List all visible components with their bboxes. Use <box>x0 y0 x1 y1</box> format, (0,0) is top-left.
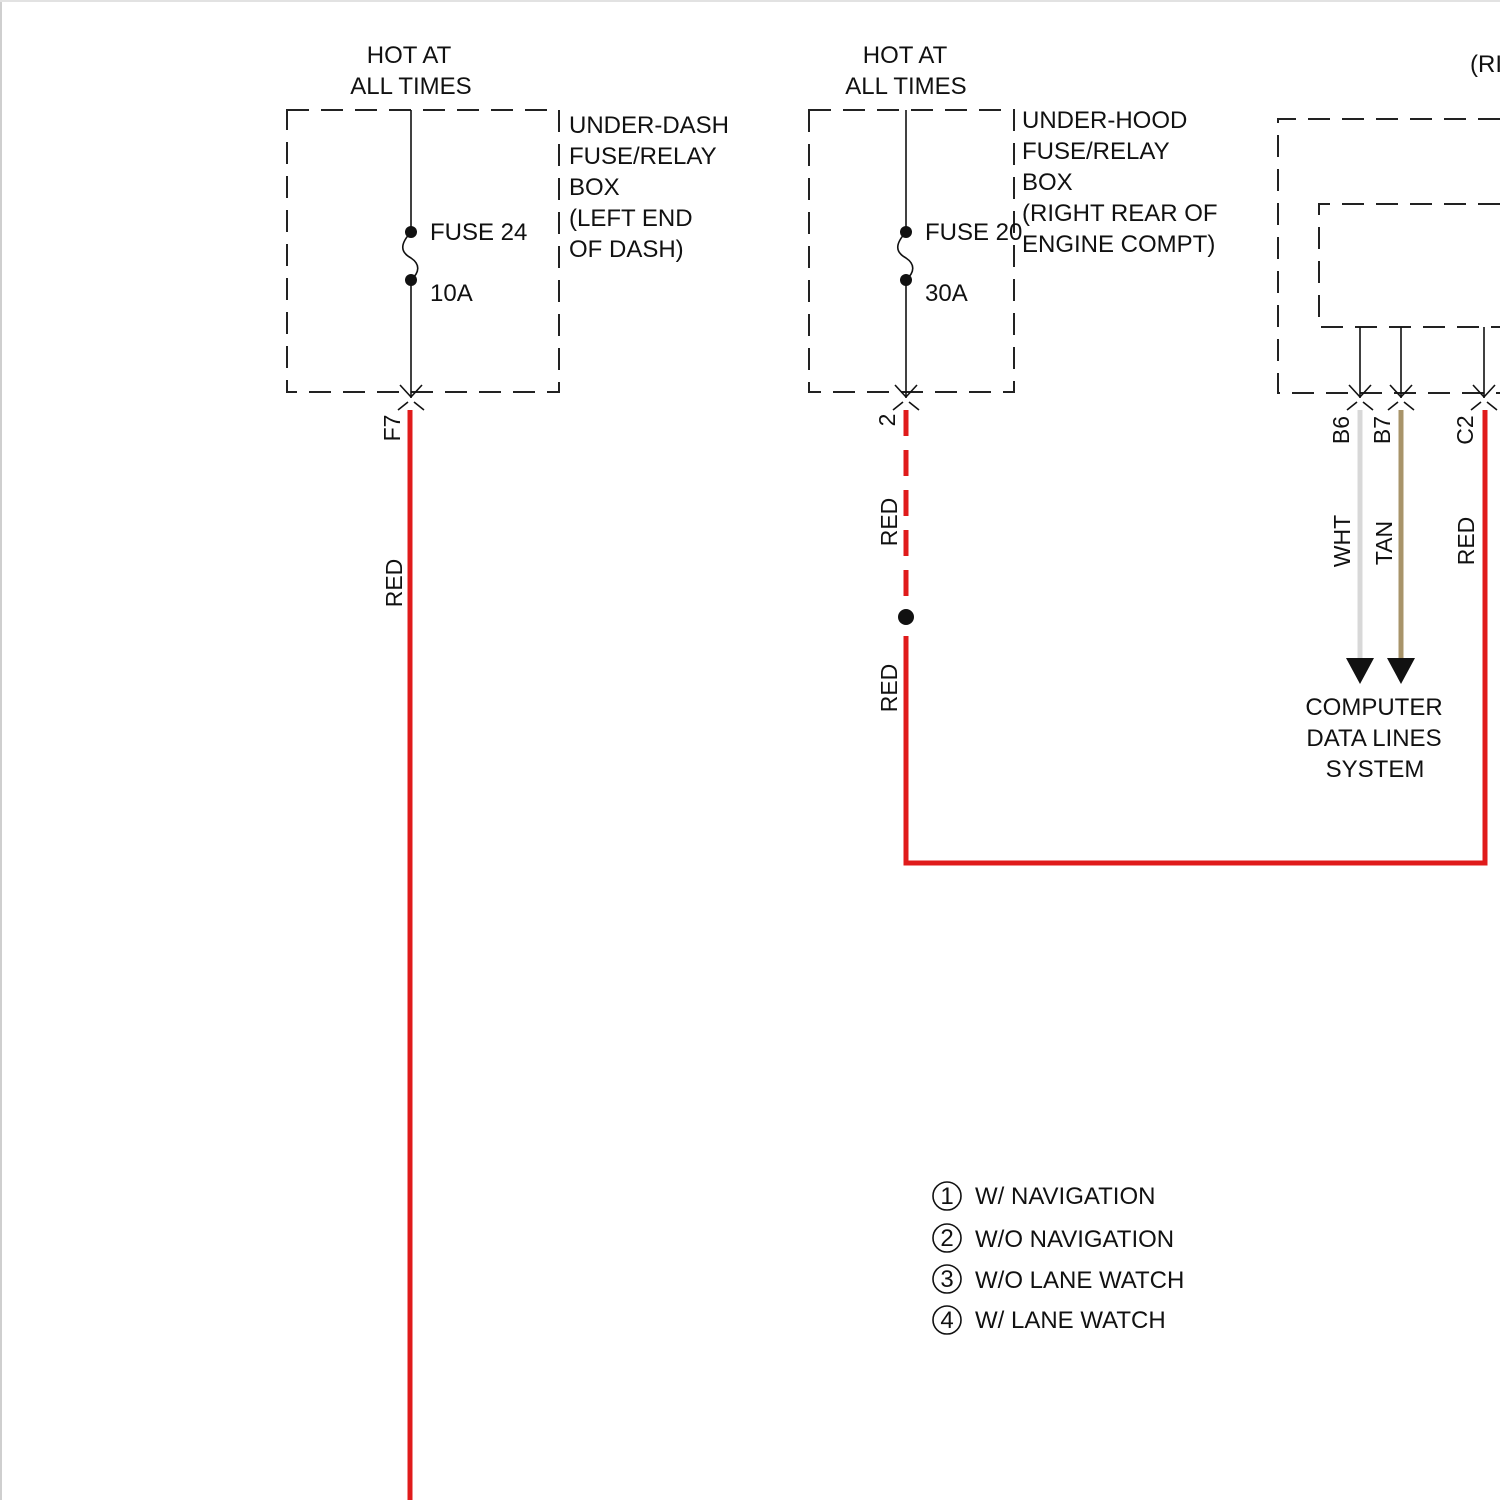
destination-label-line3: SYSTEM <box>1326 756 1425 783</box>
left-fuse-box: HOT AT ALL TIMES UNDER-DASH FUSE/RELAY B… <box>287 42 729 441</box>
legend-text: W/ NAVIGATION <box>975 1183 1155 1210</box>
destination-label-line2: DATA LINES <box>1306 725 1441 752</box>
pin-b6-label: B6 <box>1328 416 1354 444</box>
right-fuse-box-outline <box>809 110 1014 392</box>
legend-number: 3 <box>940 1266 953 1293</box>
left-terminal-label: F7 <box>379 415 405 442</box>
right-wire-color-label-bottom: RED <box>876 664 902 713</box>
legend-item: 3 W/O LANE WATCH <box>933 1265 1184 1294</box>
tan-wire-color-label: TAN <box>1371 521 1397 565</box>
legend-number: 1 <box>940 1183 953 1210</box>
splice-point <box>898 609 914 625</box>
left-connector-socket <box>398 402 424 410</box>
right-wire-color-label-top: RED <box>876 498 902 547</box>
right-box-label-line3: BOX <box>1022 169 1073 196</box>
pin-c2-label: C2 <box>1452 415 1478 444</box>
legend-item: 1 W/ NAVIGATION <box>933 1182 1155 1210</box>
right-box-label-line1: UNDER-HOOD <box>1022 107 1187 134</box>
white-wire-color-label: WHT <box>1329 515 1355 567</box>
destination-label-line1: COMPUTER <box>1305 694 1442 721</box>
legend-text: W/O NAVIGATION <box>975 1226 1174 1253</box>
right-box-label-line5: ENGINE COMPT) <box>1022 231 1215 258</box>
left-box-label-line1: UNDER-DASH <box>569 112 729 139</box>
left-box-label-line3: BOX <box>569 174 620 201</box>
left-wire-color-label: RED <box>381 559 407 608</box>
pin-c2-socket <box>1471 402 1497 410</box>
module-inner-outline <box>1319 204 1500 327</box>
left-box-label-line2: FUSE/RELAY <box>569 143 717 170</box>
tan-wire-arrowhead <box>1387 658 1415 684</box>
right-fuse-name: FUSE 20 <box>925 219 1022 246</box>
right-fuse-symbol <box>898 232 913 280</box>
legend-text: W/O LANE WATCH <box>975 1267 1184 1294</box>
right-box-label-line4: (RIGHT REAR OF <box>1022 200 1218 227</box>
right-power-label-line2: ALL TIMES <box>845 73 966 100</box>
module-outer-outline <box>1278 119 1500 393</box>
left-power-label-line1: HOT AT <box>367 42 452 69</box>
right-box-label-line2: FUSE/RELAY <box>1022 138 1170 165</box>
left-box-label-line4: (LEFT END <box>569 205 693 232</box>
legend-number: 4 <box>940 1307 953 1334</box>
c2-wire-color-label: RED <box>1453 517 1479 566</box>
right-connector-socket <box>893 402 919 410</box>
white-wire-arrowhead <box>1346 658 1374 684</box>
right-fuse-rating: 30A <box>925 280 968 307</box>
module-partial-label: (RI <box>1470 51 1500 78</box>
right-module: (RI B6 B7 C2 <box>1278 51 1500 445</box>
legend-item: 2 W/O NAVIGATION <box>933 1224 1174 1253</box>
right-fuse-box: HOT AT ALL TIMES UNDER-HOOD FUSE/RELAY B… <box>809 42 1218 426</box>
pin-b6-socket <box>1347 402 1373 410</box>
right-terminal-label: 2 <box>874 414 900 427</box>
left-fuse-box-outline <box>287 110 559 392</box>
left-fuse-name: FUSE 24 <box>430 219 527 246</box>
legend-number: 2 <box>940 1225 953 1252</box>
pin-b7-label: B7 <box>1369 416 1395 444</box>
legend-text: W/ LANE WATCH <box>975 1307 1166 1334</box>
left-fuse-symbol <box>403 232 418 280</box>
left-fuse-rating: 10A <box>430 280 473 307</box>
left-power-label-line2: ALL TIMES <box>350 73 471 100</box>
right-red-wire-to-module <box>906 410 1485 863</box>
legend: 1 W/ NAVIGATION 2 W/O NAVIGATION 3 W/O L… <box>933 1182 1184 1334</box>
legend-item: 4 W/ LANE WATCH <box>933 1306 1166 1334</box>
left-box-label-line5: OF DASH) <box>569 236 684 263</box>
right-power-label-line1: HOT AT <box>863 42 948 69</box>
pin-b7-socket <box>1388 402 1414 410</box>
